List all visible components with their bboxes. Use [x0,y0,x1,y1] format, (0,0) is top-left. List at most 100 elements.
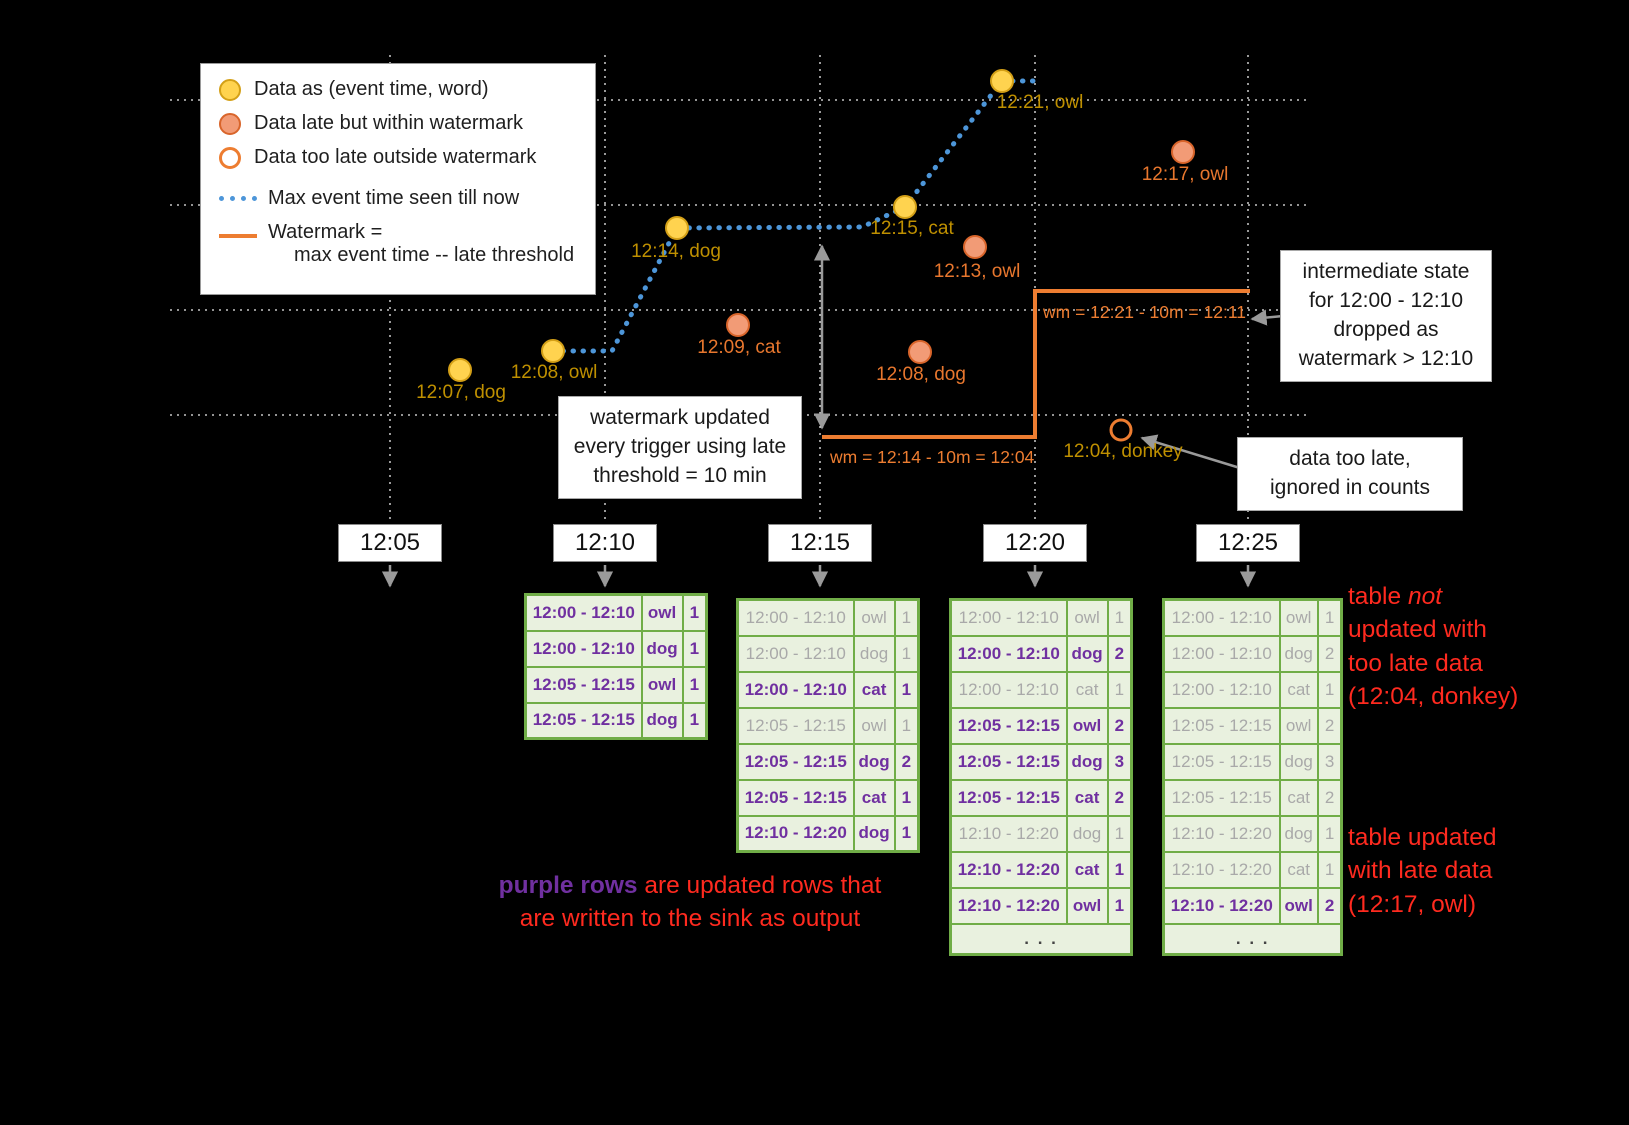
result-table-cell: dog [852,742,896,781]
result-table-cell: owl [1278,886,1319,925]
data-point-late [726,313,750,337]
data-point-too-late [1109,418,1133,442]
legend: Data as (event time, word) Data late but… [200,63,596,295]
result-table-cell: 1 [1106,850,1133,889]
data-point-late [908,340,932,364]
result-table-cell: 12:00 - 12:10 [949,634,1068,673]
legend-label: Data too late outside watermark [254,146,537,168]
intermediate-state-arrow [1250,309,1284,326]
result-table-cell: 2 [1316,706,1343,745]
result-table-cell: owl [852,598,896,637]
result-table-cell: owl [640,593,684,632]
data-point-late [963,235,987,259]
result-table-cell: 1 [893,778,920,817]
result-table-cell: 12:05 - 12:15 [1162,778,1281,817]
trigger-time-12-15: 12:15 [768,524,872,562]
result-table-cell: 2 [1316,634,1343,673]
result-table-cell: cat [1065,778,1109,817]
result-table-cell: 12:05 - 12:15 [736,778,855,817]
result-table-cell: dog [1278,742,1319,781]
too-late-dot-icon [219,146,241,169]
result-table-cell: 1 [893,814,920,853]
gray-arrows [381,244,1284,588]
watermark-line [822,289,1250,439]
result-table-cell: 1 [893,598,920,637]
result-table-cell: 1 [1106,886,1133,925]
result-table-ellipsis: . . . [949,922,1133,955]
result-table-cell: dog [852,814,896,853]
result-table-cell: 12:00 - 12:10 [524,593,643,632]
watermark-line-icon [219,234,257,238]
result-table-cell: 12:10 - 12:20 [1162,850,1281,889]
result-table-cell: 12:10 - 12:20 [949,886,1068,925]
result-table-cell: 1 [893,670,920,709]
note-purple-rows: purple rows are updated rows that are wr… [498,872,882,933]
result-table-cell: 1 [893,706,920,745]
trigger-time-12-10: 12:10 [553,524,657,562]
late-dot-icon [219,112,241,135]
callout-watermark-update: watermark updated every trigger using la… [558,396,802,499]
data-points [448,69,1195,442]
result-table-cell: 12:00 - 12:10 [949,598,1068,637]
result-table-row: . . . [949,922,1133,955]
data-point-label: 12:07, dog [416,382,506,403]
result-table-cell: 1 [681,701,708,740]
result-table-cell: owl [1278,598,1319,637]
result-table-cell: 3 [1316,742,1343,781]
result-table-row: . . . [1162,922,1343,955]
legend-item-watermark: Watermark = max event time -- late thres… [219,221,585,267]
result-table-cell: 1 [1106,598,1133,637]
result-table-cell: 1 [1316,598,1343,637]
result-table-cell: 12:10 - 12:20 [949,814,1068,853]
result-table-cell: 2 [1316,886,1343,925]
result-table-cell: 2 [1106,634,1133,673]
data-point-on-time [893,195,917,219]
note-table-not-updated: table not updated with too late data (12… [1348,583,1519,710]
watermark-formula-1: wm = 12:14 - 10m = 12:04 [830,447,1035,467]
data-point-on-time [541,339,565,363]
result-table-cell: dog [1065,814,1109,853]
trigger-time-12-20: 12:20 [983,524,1087,562]
result-table-cell: 2 [893,742,920,781]
result-table-cell: 12:00 - 12:10 [736,670,855,709]
trigger-time-12-05: 12:05 [338,524,442,562]
result-table-cell: owl [640,665,684,704]
result-table-cell: 1 [1106,814,1133,853]
result-table-cell: 12:10 - 12:20 [1162,886,1281,925]
result-table-cell: owl [1065,886,1109,925]
data-point-late [1171,140,1195,164]
result-table-cell: 12:00 - 12:10 [736,634,855,673]
result-table-cell: 12:00 - 12:10 [1162,598,1281,637]
result-table-cell: 12:10 - 12:20 [1162,814,1281,853]
result-table-cell: 12:10 - 12:20 [949,850,1068,889]
data-point-label: 12:09, cat [697,337,781,358]
data-point-label: 12:14, dog [631,241,721,262]
result-table-cell: 12:05 - 12:15 [524,665,643,704]
result-table-cell: 12:00 - 12:10 [1162,670,1281,709]
result-table-cell: 12:05 - 12:15 [949,778,1068,817]
legend-item-late: Data late but within watermark [219,112,585,135]
result-table-cell: 12:00 - 12:10 [1162,634,1281,673]
result-table-cell: 1 [1316,814,1343,853]
watermark-formula-2: wm = 12:21 - 10m = 12:11 [1043,302,1246,322]
